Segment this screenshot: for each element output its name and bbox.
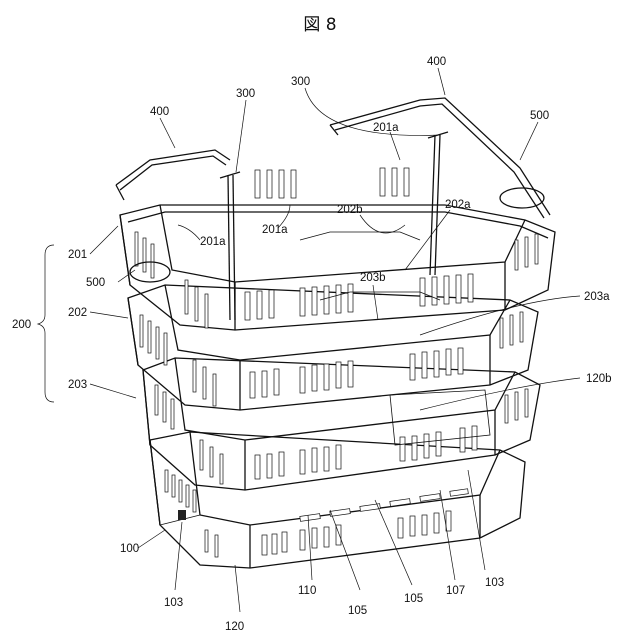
label-500-right: 500 bbox=[530, 110, 549, 122]
handles-400 bbox=[116, 98, 550, 218]
leader-lines bbox=[38, 68, 580, 612]
label-201a-mid: 201a bbox=[262, 224, 288, 236]
basket-202 bbox=[128, 285, 538, 410]
basket-203 bbox=[143, 358, 540, 490]
label-203a: 203a bbox=[584, 291, 610, 303]
label-200: 200 bbox=[12, 319, 31, 331]
label-202a: 202a bbox=[445, 199, 471, 211]
label-400-right: 400 bbox=[427, 56, 446, 68]
label-105-a: 105 bbox=[348, 605, 367, 617]
label-201: 201 bbox=[68, 249, 87, 261]
label-120: 120 bbox=[225, 621, 244, 633]
basket-201-back-slots bbox=[255, 168, 409, 198]
label-201a-left: 201a bbox=[200, 236, 226, 248]
front-wall-slots bbox=[262, 511, 451, 555]
label-103-right: 103 bbox=[485, 577, 504, 589]
label-202: 202 bbox=[68, 307, 87, 319]
floor-slots-105 bbox=[300, 489, 469, 522]
label-300-left: 300 bbox=[236, 88, 255, 100]
label-203b: 203b bbox=[360, 272, 386, 284]
label-202b: 202b bbox=[337, 204, 363, 216]
label-105-b: 105 bbox=[404, 593, 423, 605]
label-400-left: 400 bbox=[150, 106, 169, 118]
label-107: 107 bbox=[446, 585, 465, 597]
label-110: 110 bbox=[298, 585, 316, 597]
label-500-left: 500 bbox=[86, 277, 105, 289]
label-103-left: 103 bbox=[164, 597, 183, 609]
label-120b: 120b bbox=[586, 373, 612, 385]
ring-500-left bbox=[130, 262, 170, 282]
label-201a-top: 201a bbox=[373, 122, 399, 134]
label-100: 100 bbox=[120, 543, 139, 555]
label-203: 203 bbox=[68, 379, 87, 391]
basket-201 bbox=[120, 168, 555, 330]
basket-201-front-slots bbox=[135, 232, 538, 328]
ring-500-right bbox=[500, 188, 544, 208]
label-300-right: 300 bbox=[291, 76, 310, 88]
left-wall-slots bbox=[165, 470, 218, 557]
